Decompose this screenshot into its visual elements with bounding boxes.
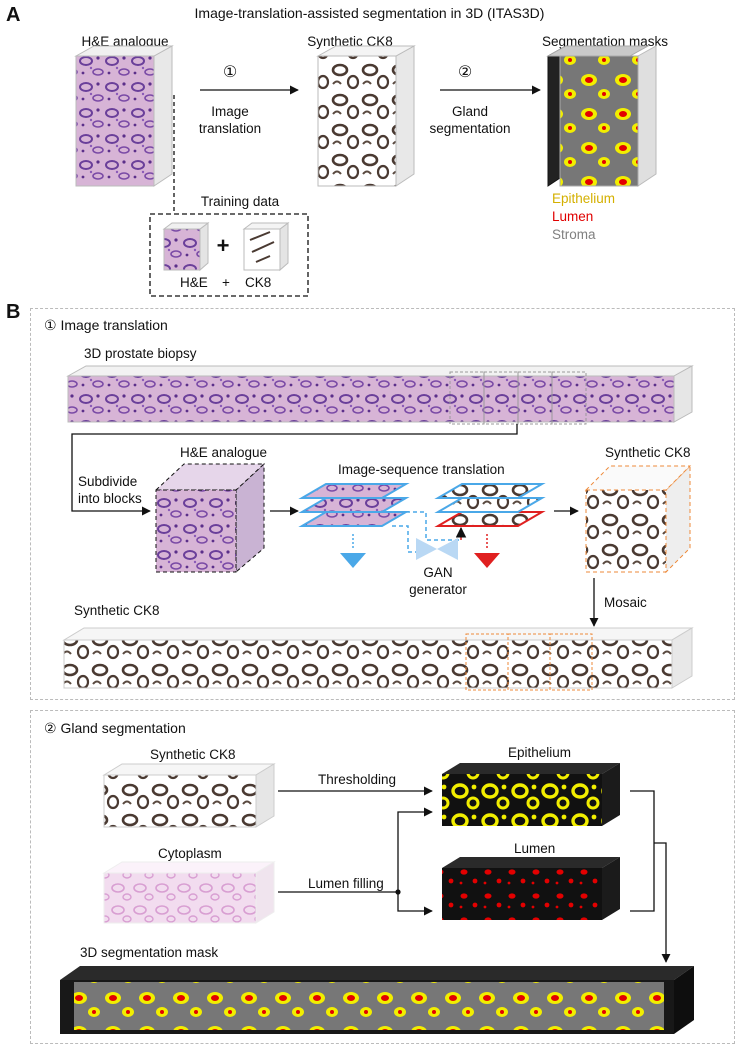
lumen-filling-label: Lumen filling xyxy=(308,876,384,891)
segmentation-masks-cube xyxy=(546,45,657,187)
step2-marker: ② xyxy=(457,64,473,81)
step2-label-line1: Gland xyxy=(451,104,489,119)
gan-line1: GAN xyxy=(423,565,453,580)
lumen-block xyxy=(442,857,620,920)
step1-label-line2: translation xyxy=(198,121,262,136)
blue-down-arrow-icon xyxy=(340,553,366,568)
mask-label: 3D segmentation mask xyxy=(80,945,219,960)
segmentation-mask-rod xyxy=(60,966,694,1034)
training-he-cube xyxy=(162,222,210,272)
panel-b-letter: B xyxy=(6,301,21,323)
cytoplasm-label: Cytoplasm xyxy=(158,846,222,861)
seg-ck8-label: Synthetic CK8 xyxy=(150,747,236,762)
he-slice-stack xyxy=(298,483,410,527)
prostate-biopsy-rod xyxy=(66,365,694,425)
subdivide-line1: Subdivide xyxy=(78,474,138,489)
lumen-label: Lumen xyxy=(514,841,556,856)
segmentation-masks-label: Segmentation masks xyxy=(541,34,669,49)
step2-label-line2: segmentation xyxy=(429,121,511,136)
gan-generator-icon xyxy=(416,538,458,560)
image-translation-panel xyxy=(30,308,735,700)
training-data-label: Training data xyxy=(200,194,280,209)
gan-line2: generator xyxy=(409,582,467,597)
he-block-label: H&E analogue xyxy=(180,445,268,460)
thresholding-label: Thresholding xyxy=(318,772,397,787)
he-analogue-cube xyxy=(74,45,174,187)
figure-title: Image-translation-assisted segmentation … xyxy=(194,5,545,21)
seg-ck8-rod xyxy=(102,763,276,828)
training-plus-large: + xyxy=(216,233,230,258)
legend-lumen: Lumen xyxy=(552,209,594,224)
ck8-slice-stack xyxy=(434,483,546,527)
gland-segmentation-panel xyxy=(30,710,735,1044)
he-analogue-label: H&E analogue xyxy=(81,34,169,49)
section1-title: ① Image translation xyxy=(44,317,168,333)
biopsy-label: 3D prostate biopsy xyxy=(84,346,197,361)
section2-title: ② Gland segmentation xyxy=(44,720,186,736)
red-down-arrow-icon xyxy=(474,553,500,568)
sequence-label: Image-sequence translation xyxy=(338,462,505,477)
legend-epithelium: Epithelium xyxy=(552,191,616,206)
step1-label-line1: Image xyxy=(211,104,249,119)
synthetic-ck8-rod xyxy=(62,627,694,691)
training-ck8-label: CK8 xyxy=(245,275,272,290)
mosaic-label: Mosaic xyxy=(604,595,647,610)
training-plus-small: + xyxy=(222,275,230,290)
cytoplasm-rod xyxy=(102,861,276,924)
ck8-volume-label: Synthetic CK8 xyxy=(74,603,160,618)
epithelium-label: Epithelium xyxy=(508,745,572,760)
synthetic-ck8-block xyxy=(584,464,692,574)
synthetic-ck8-label: Synthetic CK8 xyxy=(307,34,393,49)
he-analogue-block xyxy=(154,462,266,574)
panel-a-letter: A xyxy=(6,4,21,26)
epithelium-block xyxy=(442,763,620,826)
ck8-block-label: Synthetic CK8 xyxy=(605,445,691,460)
subdivide-line2: into blocks xyxy=(78,491,142,506)
legend-stroma: Stroma xyxy=(552,227,596,242)
synthetic-ck8-cube xyxy=(316,45,416,187)
step1-marker: ① xyxy=(222,64,238,81)
training-ck8-cube xyxy=(242,222,290,272)
training-he-label: H&E xyxy=(180,275,208,290)
